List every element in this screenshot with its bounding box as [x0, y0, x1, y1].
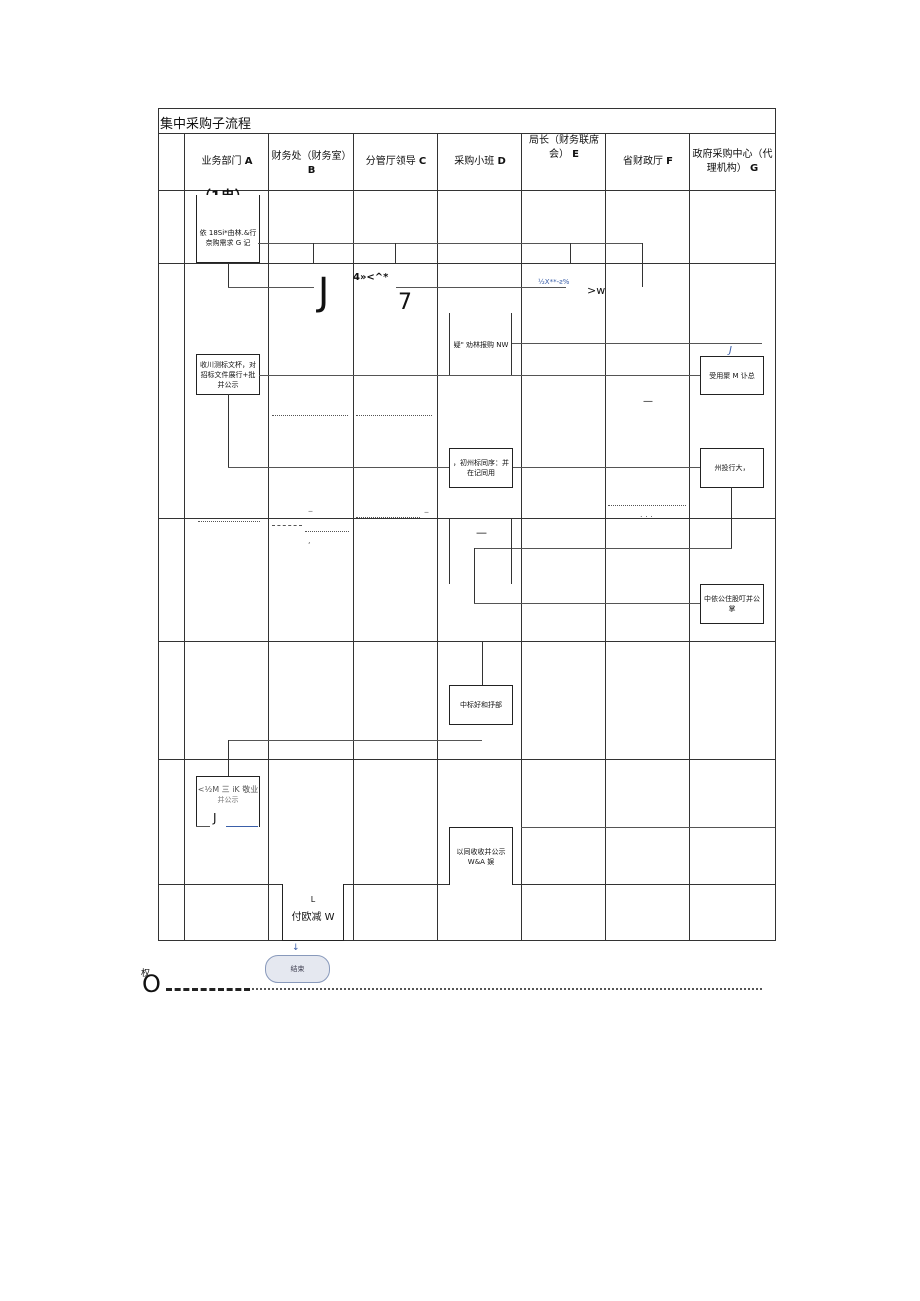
contract-subtext: 并公示 — [217, 796, 239, 804]
demand-text: 依 18Si*由林.⁠&行奈购需求 G 记 — [199, 228, 257, 247]
column-code: B — [307, 165, 316, 176]
winner-box-d3: 中标好和抒部 — [449, 685, 513, 725]
column-header-e: 局长（财务联席会） E — [528, 134, 600, 162]
column-label: 省财政厅 — [622, 156, 663, 167]
column-label: 分管厅领导 — [365, 156, 416, 167]
dash-c: – — [424, 507, 429, 518]
bid-doc-box-a2: 收川测标文杯，对招标文件展行+批并公示 — [196, 354, 260, 395]
payment-text: 付欧减 W — [291, 912, 335, 923]
column-header-d: 采购小班 D — [439, 155, 521, 169]
left-mark: 权 — [141, 969, 151, 979]
end-node: 结束 — [265, 955, 330, 983]
winner-text: 中标好和抒部 — [460, 701, 502, 709]
column-label: 采购小班 — [454, 156, 495, 167]
note-e: ½X**-ƨ% — [538, 278, 570, 286]
dash-b: – — [308, 506, 313, 517]
column-label: 政府采购中心（代理机构） — [692, 149, 773, 174]
column-header-b: 财务处（财务室） B — [270, 150, 353, 178]
g-mark: J — [729, 345, 732, 356]
bid-doc-text: 收川测标文杯，对招标文件展行+批并公示 — [200, 360, 256, 389]
column-label: 业务部门 — [201, 156, 242, 167]
demand-box-a1: 依 18Si*由林.⁠&行奈购需求 G 记 — [196, 195, 260, 263]
end-label: 结束 — [290, 965, 305, 973]
column-header-f: 省财政厅 F — [607, 155, 689, 169]
acceptance-box-d4: 以同收收并公示 W&A 娱 — [449, 827, 513, 885]
column-header-g: 政府采购中心（代理机构） G — [690, 148, 775, 176]
note-w: >w — [587, 284, 606, 297]
dash-f: — — [643, 396, 653, 407]
d1-text: 疑" 劝林报购 NW — [453, 341, 509, 349]
column-code: A — [244, 156, 253, 167]
contract-text: <½M 三 iK 敬业 — [197, 785, 259, 794]
payment-mark: L — [310, 895, 316, 904]
publish-text: 中依公住股叮并公掌 — [704, 595, 760, 613]
dash-d: — — [476, 526, 487, 539]
column-code: C — [418, 156, 427, 167]
process-text: 州投行大， — [714, 464, 750, 472]
big-seven: 7 — [398, 290, 412, 315]
a3-mark: J — [213, 811, 217, 825]
end-arrow: ↓ — [292, 943, 300, 953]
review-box-d2: ，初州标同序：并在记同用 — [449, 448, 513, 488]
page-title: 集中采购子流程 — [160, 117, 252, 132]
review-text: ，初州标同序：并在记同用 — [453, 459, 509, 477]
big-j-label: 4»<^* — [353, 272, 389, 283]
column-label: 局长（财务联席会） — [529, 135, 599, 160]
column-code: G — [749, 163, 759, 174]
column-code: E — [572, 149, 580, 160]
left-circle: O — [142, 970, 161, 998]
publish-box-g3: 中依公住股叮并公掌 — [700, 584, 764, 624]
big-j-mark: J — [318, 270, 330, 314]
accept-text: 受用聚 M 讣总 — [709, 371, 755, 380]
contract-box-a3: <½M 三 iK 敬业 并公示 — [196, 776, 260, 827]
column-header-c: 分管厅领导 C — [355, 155, 437, 169]
column-code: F — [666, 156, 674, 167]
column-label: 财务处（财务室） — [271, 151, 352, 162]
column-code: D — [497, 156, 506, 167]
accept-box-g1: 受用聚 M 讣总 — [700, 356, 764, 395]
process-box-g2: 州投行大， — [700, 448, 764, 488]
payment-box-b1: L 付欧减 W — [282, 884, 344, 941]
acceptance-text: 以同收收并公示 W&A 娱 — [456, 847, 506, 866]
column-header-a: 业务部门 A — [186, 155, 268, 169]
